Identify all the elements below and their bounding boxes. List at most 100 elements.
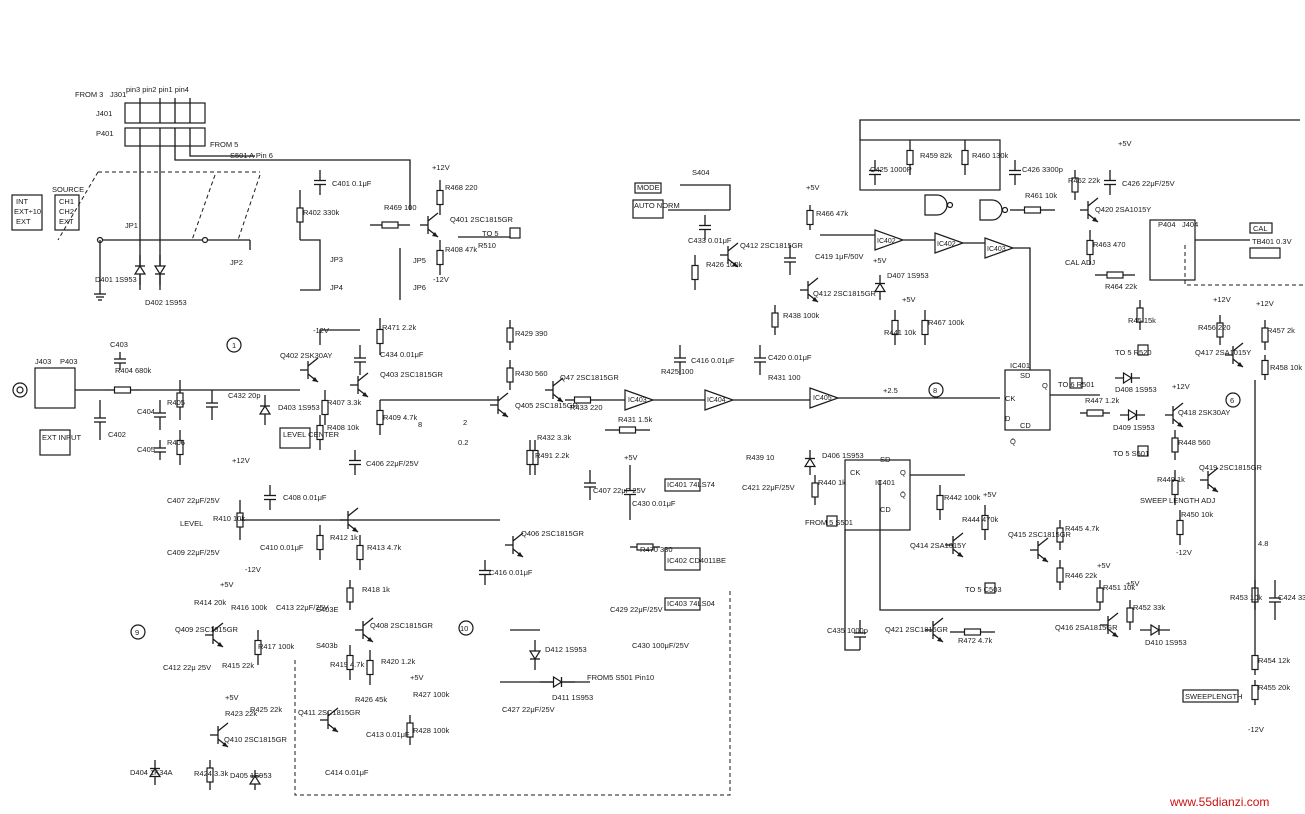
wire xyxy=(1232,342,1244,352)
label-to6: TO 6 R501 xyxy=(1058,380,1095,389)
label-r449: R449 1k xyxy=(1157,475,1185,484)
label-c412: C412 22μ 25V xyxy=(163,663,211,672)
channel-label-box xyxy=(54,194,80,231)
label-extin: EXT INPUT xyxy=(42,433,81,442)
label-r419: R419 4.7k xyxy=(330,660,364,669)
label-s501a: S501 A Pin 6 xyxy=(230,151,273,160)
label-ic401a: IC401 xyxy=(1010,361,1030,370)
wire xyxy=(1013,247,1031,370)
label-r458: R458 10k xyxy=(1270,363,1302,372)
label-q405: Q405 2SC1815GR xyxy=(515,401,579,410)
label-ic401b: IC401 xyxy=(875,478,895,487)
label-c424: C424 33p xyxy=(1278,593,1305,602)
resistor-r413 xyxy=(356,544,364,561)
label-c420: C420 0.01μF xyxy=(768,353,812,362)
connector-p404 xyxy=(1149,219,1196,281)
label-r405: R405 xyxy=(167,398,185,407)
label-d403: D403 1S953 xyxy=(278,403,320,412)
transistor-arrow xyxy=(217,642,223,647)
ic402-gate xyxy=(874,229,905,251)
label-r468: R468 220 xyxy=(445,183,478,192)
resistor-r447 xyxy=(1086,409,1104,417)
transistor-arrow xyxy=(557,397,563,402)
ic403-gate xyxy=(984,237,1015,259)
label-ic_pins-ck: CK xyxy=(850,468,860,477)
label-r467: R467 100k xyxy=(928,318,965,327)
ic-label-box xyxy=(664,478,701,492)
diode-d412 xyxy=(528,650,542,661)
label-d406: D406 1S953 xyxy=(822,451,864,460)
transistor-arrow xyxy=(812,297,818,302)
label-c413b: C413 0.01μF xyxy=(366,730,410,739)
label-r460: R460 130k xyxy=(972,151,1009,160)
resistor-r468 xyxy=(436,189,444,206)
label-jp3: JP3 xyxy=(330,255,343,264)
label-ext10: EXT÷10 xyxy=(14,207,41,216)
wire xyxy=(932,617,944,627)
label-sweepadj: SWEEP LENGTH ADJ xyxy=(1140,496,1216,505)
resistor-r459 xyxy=(906,149,914,166)
label-j301: J301 xyxy=(110,90,126,99)
label-r463: R463 470 xyxy=(1093,240,1126,249)
wire xyxy=(427,212,439,222)
label-ic402a: IC402 xyxy=(877,238,896,245)
label-q414: Q414 2SA1015Y xyxy=(910,541,966,550)
bnc-jack-inner xyxy=(16,386,24,394)
label-p403: P403 xyxy=(60,357,78,366)
resistor-r466 xyxy=(806,209,814,226)
transistor-arrow xyxy=(312,377,318,382)
label-q408: Q408 2SC1815GR xyxy=(370,621,434,630)
label-r440: R440 1k xyxy=(818,478,846,487)
label-pins: pin3 pin2 pin1 pin4 xyxy=(126,85,189,94)
label-jp4: JP4 xyxy=(330,283,343,292)
label-ic405: IC405 xyxy=(813,395,832,402)
diode-d401 xyxy=(133,264,147,275)
label-autonorm: AUTO NORM xyxy=(634,201,680,210)
resistor-r460 xyxy=(961,149,969,166)
transistor-arrow xyxy=(1177,422,1183,427)
wire xyxy=(727,242,739,252)
label-ic_pins-sd: SD xyxy=(880,455,891,464)
wire xyxy=(1172,402,1184,412)
resistor-r461 xyxy=(1023,206,1042,214)
resistor-r458 xyxy=(1261,359,1269,376)
node-circle-6 xyxy=(1225,392,1241,408)
label-rails-p5: +5V xyxy=(220,580,234,589)
label-s403e: S403E xyxy=(316,605,339,614)
label-c406: C406 22μF/25V xyxy=(366,459,419,468)
label-ic401box: IC401 74LS74 xyxy=(667,480,715,489)
resistor-r438 xyxy=(771,312,779,328)
label-r469: R469 100 xyxy=(384,203,417,212)
label-r418: R418 1k xyxy=(362,585,390,594)
label-j404: J404 xyxy=(1182,220,1198,229)
label-j403: J403 xyxy=(35,357,51,366)
wiring xyxy=(11,98,1305,796)
flip-flop-ic401a xyxy=(1004,369,1051,431)
label-rails-p5: +5V xyxy=(1118,139,1132,148)
transistor-arrow xyxy=(937,637,943,642)
label-nodes-n10: 10 xyxy=(460,624,468,633)
label-ic_pins-cd: CD xyxy=(1020,421,1031,430)
diode-d410 xyxy=(1150,623,1161,637)
label-to5c503: TO 5 C503 xyxy=(965,585,1002,594)
wire xyxy=(347,507,359,517)
wire xyxy=(1184,245,1305,286)
label-q409: Q409 2SC1815GR xyxy=(175,625,239,634)
transistor-arrow xyxy=(432,232,438,237)
label-r45: R45 15k xyxy=(1128,316,1156,325)
label-ic_pins-sd: SD xyxy=(1020,371,1031,380)
wire xyxy=(680,184,731,210)
wire xyxy=(807,277,819,287)
label-r431b: R431 1.5k xyxy=(618,415,652,424)
label-rails-m12: -12V xyxy=(245,565,261,574)
diode-d408 xyxy=(1122,371,1133,385)
label-c414: C414 0.01μF xyxy=(325,768,369,777)
label-rails-p5: +5V xyxy=(873,256,887,265)
resistor-r420 xyxy=(366,659,374,676)
label-r426: R426 45k xyxy=(355,695,387,704)
wire xyxy=(1037,537,1049,547)
oscillator-frame xyxy=(859,139,1001,191)
label-nodes-n3: 8 xyxy=(933,386,937,395)
transistor-arrow xyxy=(1212,487,1218,492)
